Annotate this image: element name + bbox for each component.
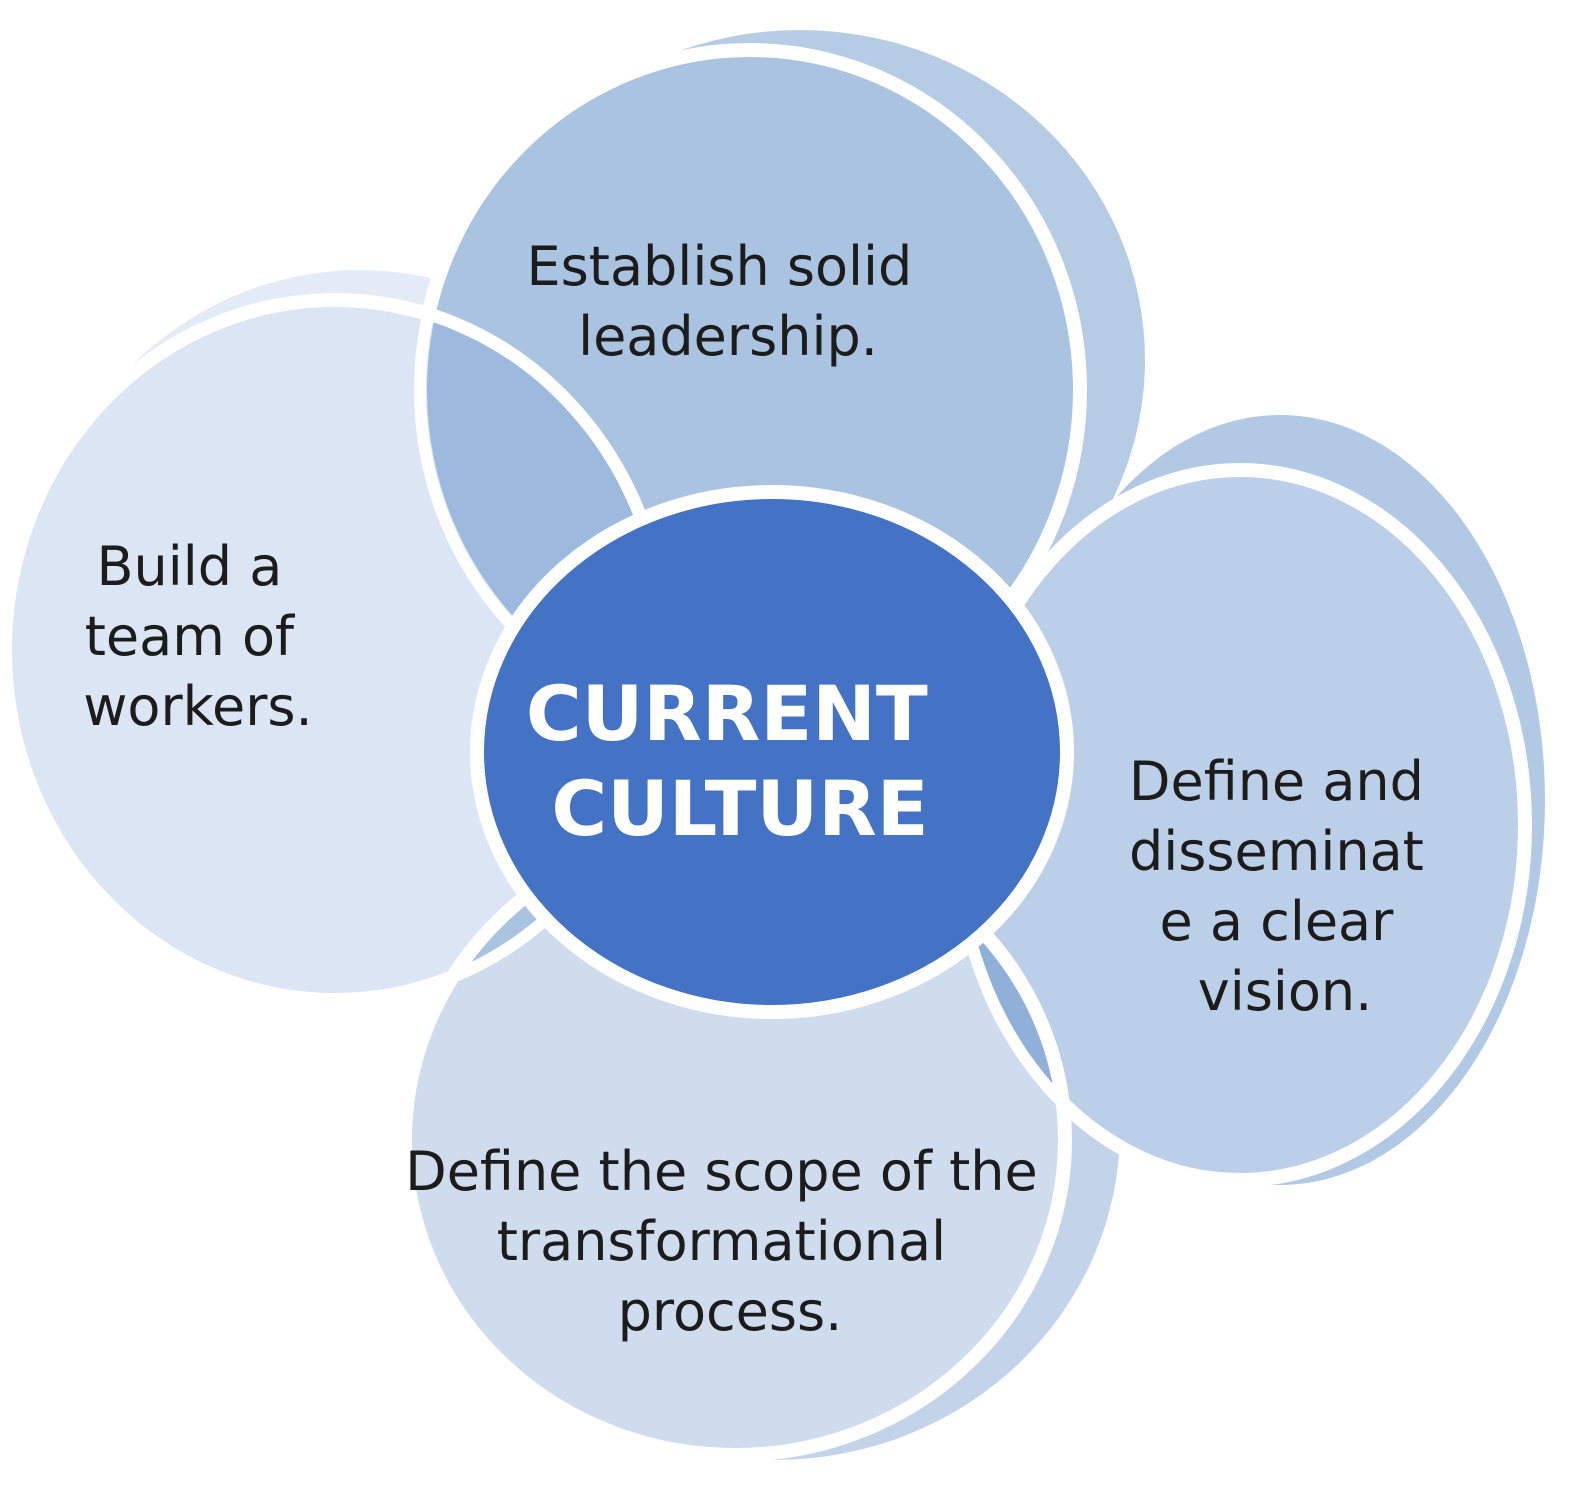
right-petal-label-line: vision. [1198, 960, 1373, 1023]
center-label-line: CURRENT [526, 669, 928, 758]
bottom-petal-label: Define the scope of the transformational… [405, 1140, 1055, 1343]
bottom-petal-label-line: process. [618, 1280, 843, 1343]
bottom-petal-label-line: Define the scope of the [405, 1140, 1038, 1203]
right-petal-label-line: e a clear [1159, 890, 1394, 953]
left-petal-label-line: workers. [83, 675, 312, 738]
left-petal-label-line: team of [85, 605, 296, 668]
left-petal-label: Build a team of workers. [83, 535, 312, 738]
center-label: CURRENT CULTURE [526, 669, 954, 853]
top-petal-label-line: Establish solid [527, 235, 913, 298]
right-petal-label-line: Define and [1129, 750, 1424, 813]
center-circle [470, 485, 1074, 1019]
top-petal-label: Establish solid leadership. [527, 235, 930, 368]
top-petal-label-line: leadership. [578, 305, 878, 368]
right-petal-label-line: disseminat [1129, 820, 1424, 883]
right-petal-label: Define and disseminat e a clear vision. [1129, 750, 1441, 1023]
left-petal-label-line: Build a [97, 535, 283, 598]
bottom-petal-label-line: transformational [497, 1210, 946, 1273]
center-label-line: CULTURE [551, 764, 928, 853]
